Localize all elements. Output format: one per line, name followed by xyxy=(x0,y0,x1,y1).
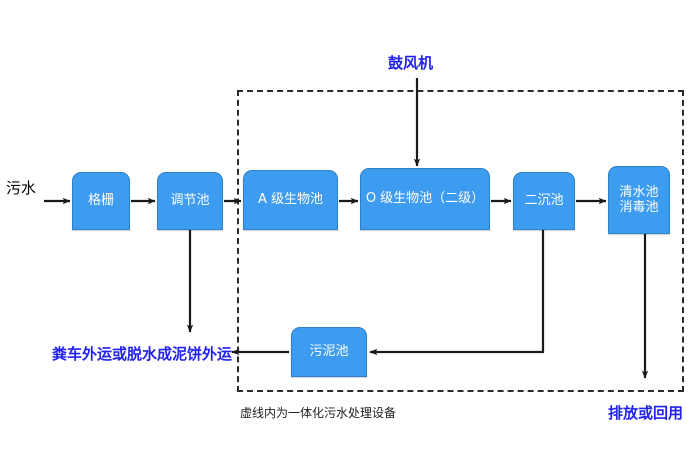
node-a-pool[interactable]: A 级生物池 xyxy=(243,170,338,230)
node-grid[interactable]: 格栅 xyxy=(72,172,130,230)
integrated-equipment-boundary xyxy=(237,90,684,392)
node-adjust[interactable]: 调节池 xyxy=(157,172,223,230)
influent-label: 污水 xyxy=(6,179,37,197)
node-sludge[interactable]: 污泥池 xyxy=(291,327,367,377)
node-o-pool[interactable]: O 级生物池（二级） xyxy=(360,168,490,230)
node-clarifier[interactable]: 二沉池 xyxy=(513,172,575,230)
sludge-disposal-label: 粪车外运或脱水成泥饼外运 xyxy=(52,345,233,363)
blower-label: 鼓风机 xyxy=(388,54,434,72)
node-clearwell[interactable]: 清水池 消毒池 xyxy=(608,166,670,234)
effluent-label: 排放或回用 xyxy=(608,404,684,422)
enclosure-caption: 虚线内为一体化污水处理设备 xyxy=(240,406,397,420)
